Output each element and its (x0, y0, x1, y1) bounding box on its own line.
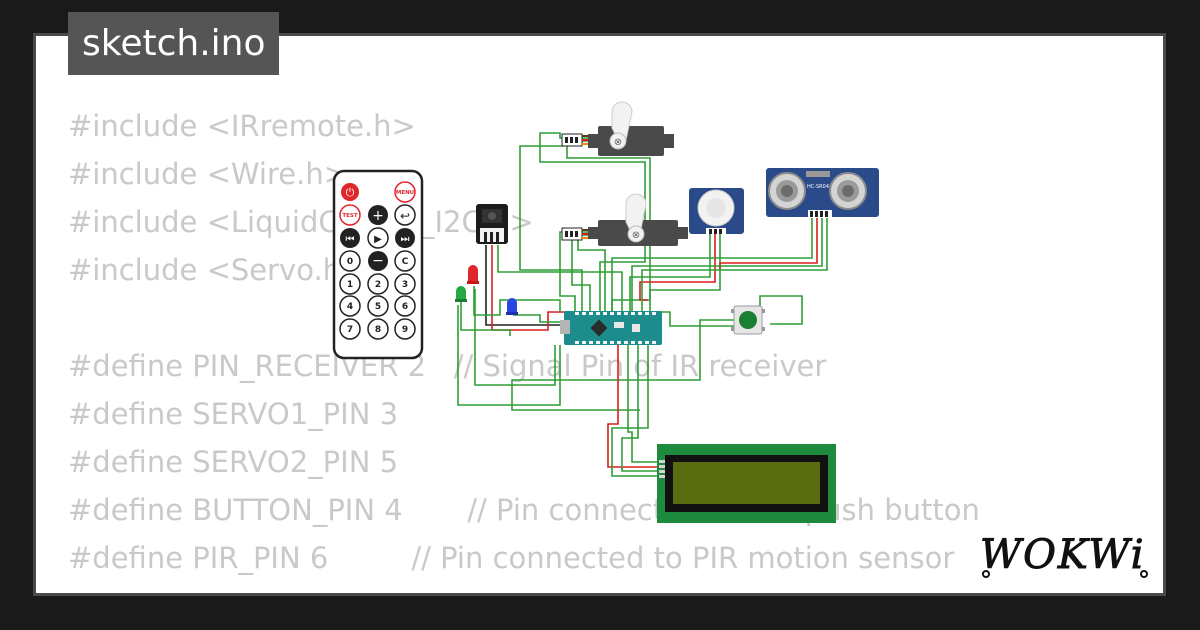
digit-9-label: 9 (402, 325, 408, 335)
led-blue[interactable] (506, 298, 518, 315)
led-wires (457, 286, 562, 406)
digit-2-label: 2 (375, 280, 381, 290)
usb-port (560, 320, 570, 334)
rewind-icon: ⏮ (346, 234, 355, 245)
digit-6-label: 6 (402, 302, 408, 312)
ultrasonic-sensor[interactable]: HC-SR04 (766, 168, 879, 217)
ir-receiver-wires (485, 245, 623, 331)
digit-1-label: 1 (347, 280, 353, 290)
code-line-11: #define TRIGGER_PIN 7 // HC-SR04 Trigger… (68, 582, 980, 593)
digit-4-button[interactable] (339, 295, 361, 317)
digit-9-button[interactable] (394, 318, 416, 340)
servo-1[interactable]: ⊗ (561, 101, 674, 156)
test-label: TEST (342, 213, 357, 219)
digit-7-label: 7 (347, 325, 353, 335)
digit-5-button[interactable] (367, 295, 389, 317)
digit-2-button[interactable] (367, 273, 389, 295)
plus-button[interactable] (368, 205, 388, 225)
push-button[interactable] (731, 305, 765, 335)
pir-sensor[interactable] (689, 188, 744, 234)
code-line-7: #define SERVO1_PIN 3 (68, 397, 399, 431)
back-icon: ↩ (400, 209, 410, 223)
minus-button[interactable] (368, 251, 388, 271)
ir-remote[interactable]: ⏻ MENU TEST + ↩ ⏮ ▶ ⏭ 0 − C 1 2 (332, 169, 424, 360)
code-line-4: #include <Servo.h> (68, 253, 366, 287)
code-line-10: #define PIR_PIN 6 // Pin connected to PI… (68, 541, 955, 575)
ultrasonic-wires (611, 218, 828, 312)
fast-forward-icon: ⏭ (401, 234, 410, 245)
arduino-nano[interactable] (560, 311, 662, 345)
file-title: sketch.ino (68, 12, 280, 75)
digit-3-button[interactable] (394, 273, 416, 295)
digit-8-label: 8 (375, 325, 381, 335)
minus-icon: − (372, 253, 384, 269)
clear-label: C (402, 257, 409, 267)
lcd-screen (673, 462, 820, 504)
code-editor[interactable]: #include <IRremote.h> #include <Wire.h> #i… (68, 102, 980, 593)
power-button[interactable] (341, 183, 359, 201)
screw-icon: ⊗ (614, 137, 622, 148)
digit-6-button[interactable] (394, 295, 416, 317)
play-icon: ▶ (374, 234, 382, 245)
screw-icon: ⊗ (632, 230, 640, 241)
wires (457, 132, 828, 477)
menu-label: MENU (396, 190, 414, 196)
code-line-2: #include <Wire.h> (68, 157, 349, 191)
led-green[interactable] (455, 286, 467, 302)
servo-2[interactable]: ⊗ (561, 193, 688, 246)
digit-4-label: 4 (347, 302, 353, 312)
back-button[interactable] (394, 204, 416, 226)
power-icon: ⏻ (346, 186, 355, 199)
digit-7-button[interactable] (339, 318, 361, 340)
plus-icon: + (372, 208, 384, 224)
brand-name: WOKWi (980, 532, 1146, 578)
digit-1-button[interactable] (339, 273, 361, 295)
digit-8-button[interactable] (367, 318, 389, 340)
digit-3-label: 3 (402, 280, 408, 290)
lcd-wires (607, 345, 659, 477)
play-button[interactable] (367, 227, 389, 249)
digit-0-button[interactable] (339, 250, 361, 272)
prev-button[interactable] (340, 228, 360, 248)
menu-button[interactable] (394, 181, 416, 203)
test-button[interactable] (339, 204, 361, 226)
code-line-8: #define SERVO2_PIN 5 (68, 445, 399, 479)
clear-button[interactable] (394, 250, 416, 272)
wokwi-logo: WOKWi (980, 532, 1148, 579)
digit-5-label: 5 (375, 302, 381, 312)
ultrasonic-label: HC-SR04 (807, 184, 829, 190)
led-red[interactable] (467, 265, 479, 284)
button-wires (511, 295, 803, 411)
next-button[interactable] (395, 228, 415, 248)
lcd-display[interactable] (657, 444, 836, 523)
digit-0-label: 0 (347, 257, 353, 267)
ir-receiver[interactable] (476, 204, 508, 244)
mcu-chip (590, 319, 608, 337)
code-line-1: #include <IRremote.h> (68, 109, 416, 143)
